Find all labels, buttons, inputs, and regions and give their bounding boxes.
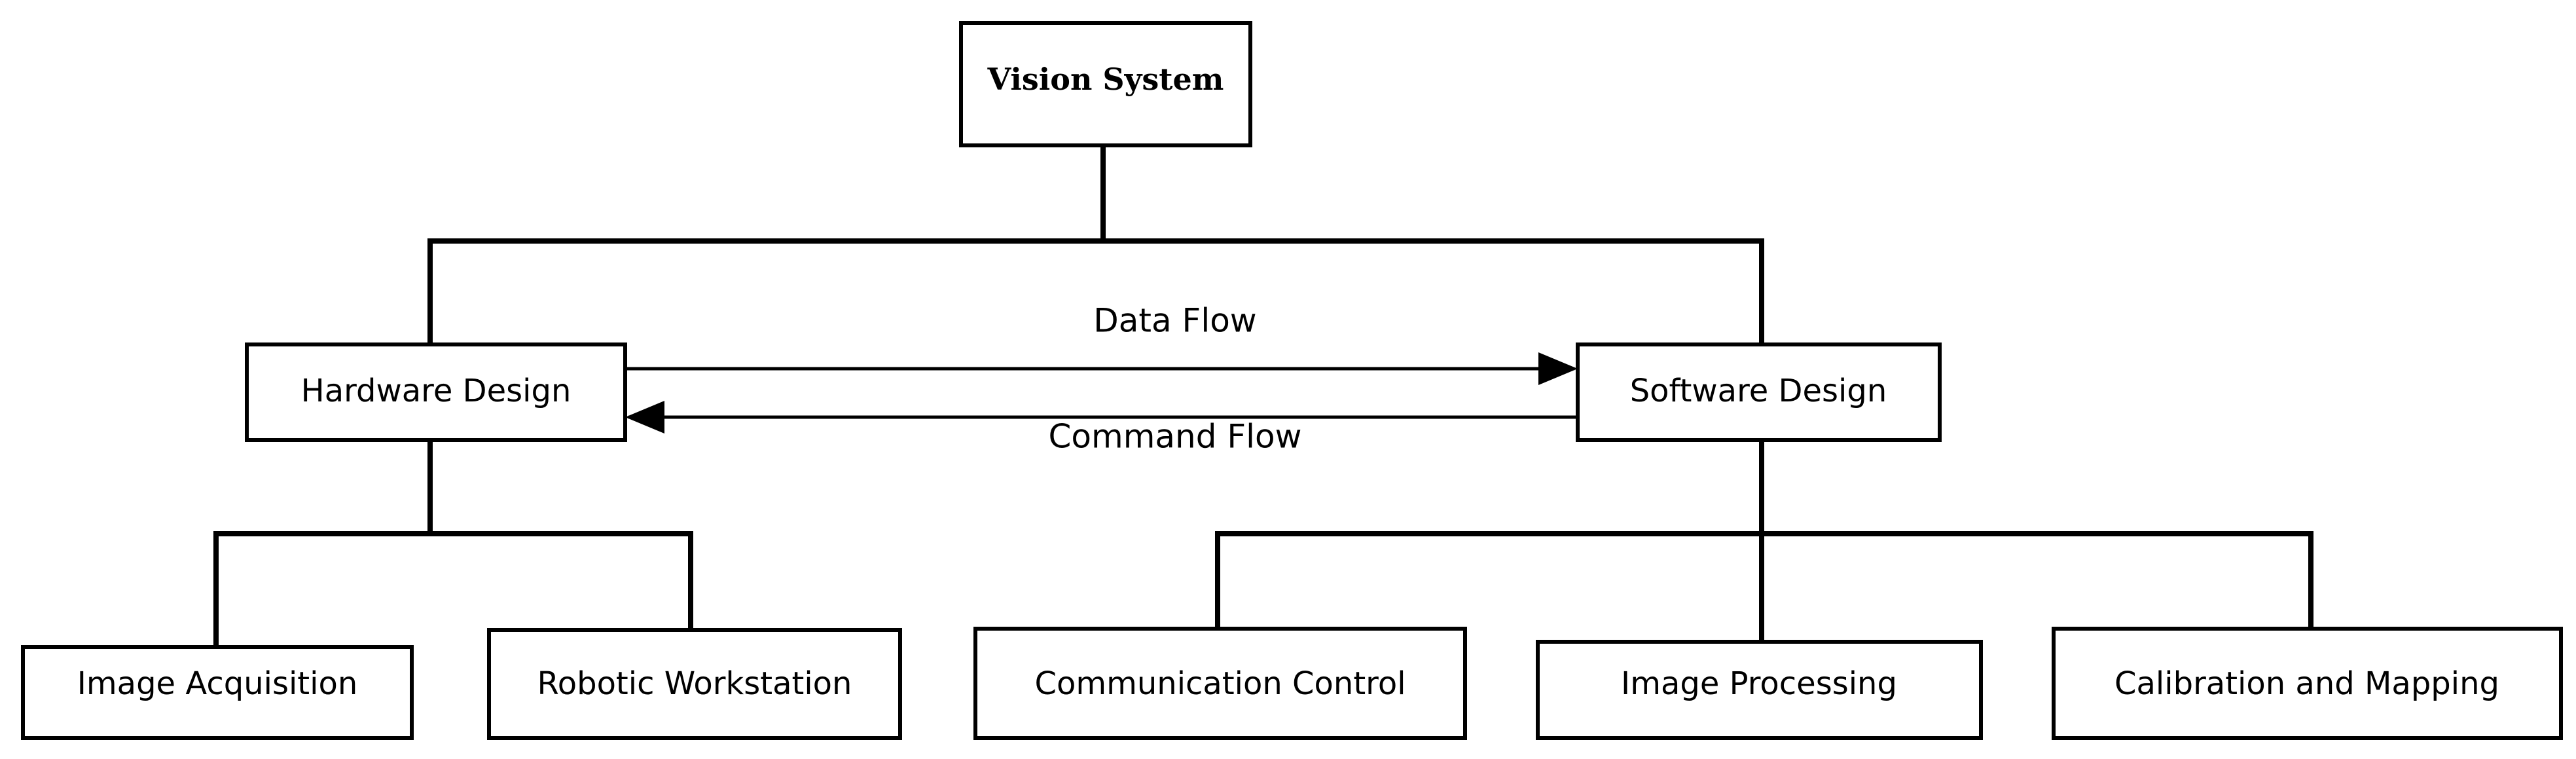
node-image-processing[interactable]: Image Processing	[1536, 640, 1983, 740]
node-communication-control-label: Communication Control	[1034, 665, 1406, 702]
data-flow-label: Data Flow	[1093, 302, 1256, 340]
node-hardware-design[interactable]: Hardware Design	[245, 342, 627, 442]
node-vision-system-label: Vision System	[987, 62, 1224, 97]
node-hardware-design-label: Hardware Design	[301, 373, 571, 409]
node-calibration-mapping-label: Calibration and Mapping	[2114, 665, 2499, 702]
node-robotic-workstation[interactable]: Robotic Workstation	[487, 628, 902, 740]
node-image-processing-label: Image Processing	[1621, 665, 1897, 702]
node-software-design-label: Software Design	[1630, 373, 1887, 409]
node-vision-system[interactable]: Vision System	[959, 21, 1252, 147]
tree-connectors	[213, 143, 2313, 650]
node-calibration-mapping[interactable]: Calibration and Mapping	[2052, 627, 2563, 740]
node-image-acquisition[interactable]: Image Acquisition	[21, 645, 414, 740]
node-image-acquisition-label: Image Acquisition	[77, 665, 357, 702]
flow-arrows: Data Flow Command Flow	[625, 302, 1578, 456]
node-software-design[interactable]: Software Design	[1576, 342, 1942, 442]
command-flow-label: Command Flow	[1048, 418, 1301, 456]
node-robotic-workstation-label: Robotic Workstation	[537, 665, 852, 702]
node-communication-control[interactable]: Communication Control	[973, 627, 1467, 740]
